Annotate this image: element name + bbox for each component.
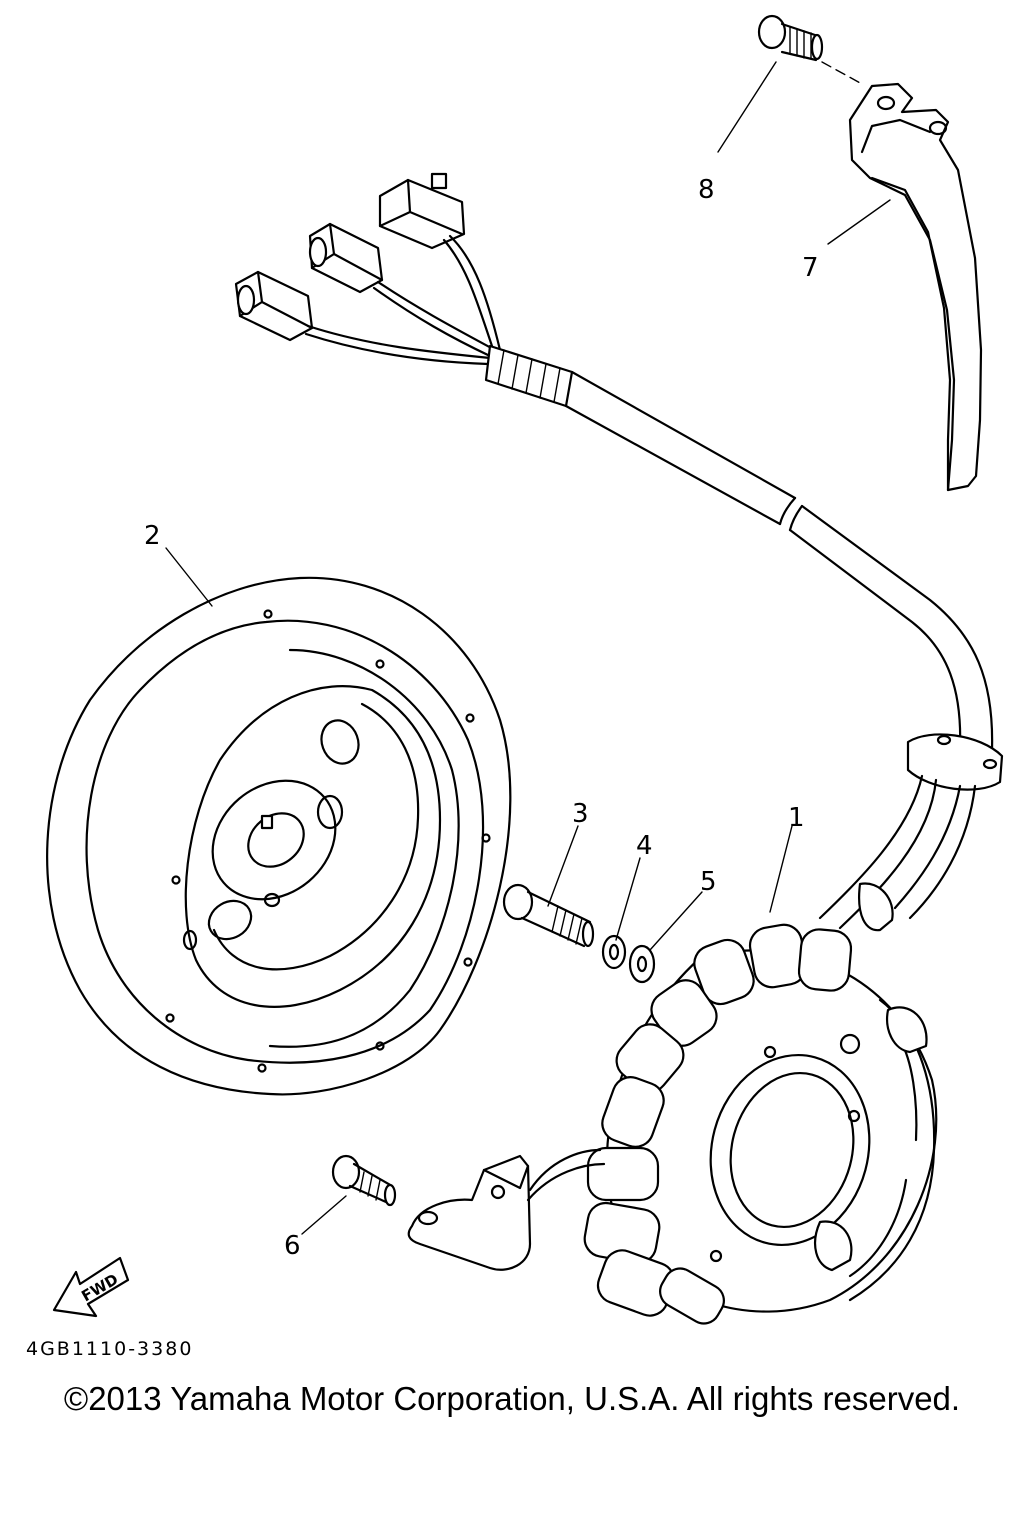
callout-labels: 1 2 3 4 5 6 7 8: [144, 175, 819, 1261]
wire-harness: [234, 172, 1004, 930]
copyright-notice: ©2013 Yamaha Motor Corporation, U.S.A. A…: [63, 1380, 961, 1417]
callout-3: 3: [572, 799, 589, 829]
callout-1: 1: [788, 803, 805, 833]
callout-5: 5: [700, 867, 717, 897]
callout-7: 7: [802, 253, 819, 283]
part-8-bolt: [757, 14, 824, 62]
part-7-bracket: [848, 82, 983, 492]
part-5-washer: [628, 944, 656, 984]
callout-6: 6: [284, 1231, 301, 1261]
leader-lines: [165, 61, 891, 1235]
part-4-spring-washer: [601, 934, 627, 970]
part-1-stator: [407, 882, 938, 1325]
part-2-rotor: [46, 576, 512, 1096]
part-3-bolt: [502, 883, 595, 948]
part-code: 4GB1110-3380: [26, 1338, 193, 1360]
forward-direction-arrow: FWD: [52, 1256, 130, 1318]
callout-4: 4: [636, 831, 653, 861]
part-6-screw: [331, 1154, 397, 1207]
callout-8: 8: [698, 175, 715, 205]
callout-2: 2: [144, 521, 161, 551]
